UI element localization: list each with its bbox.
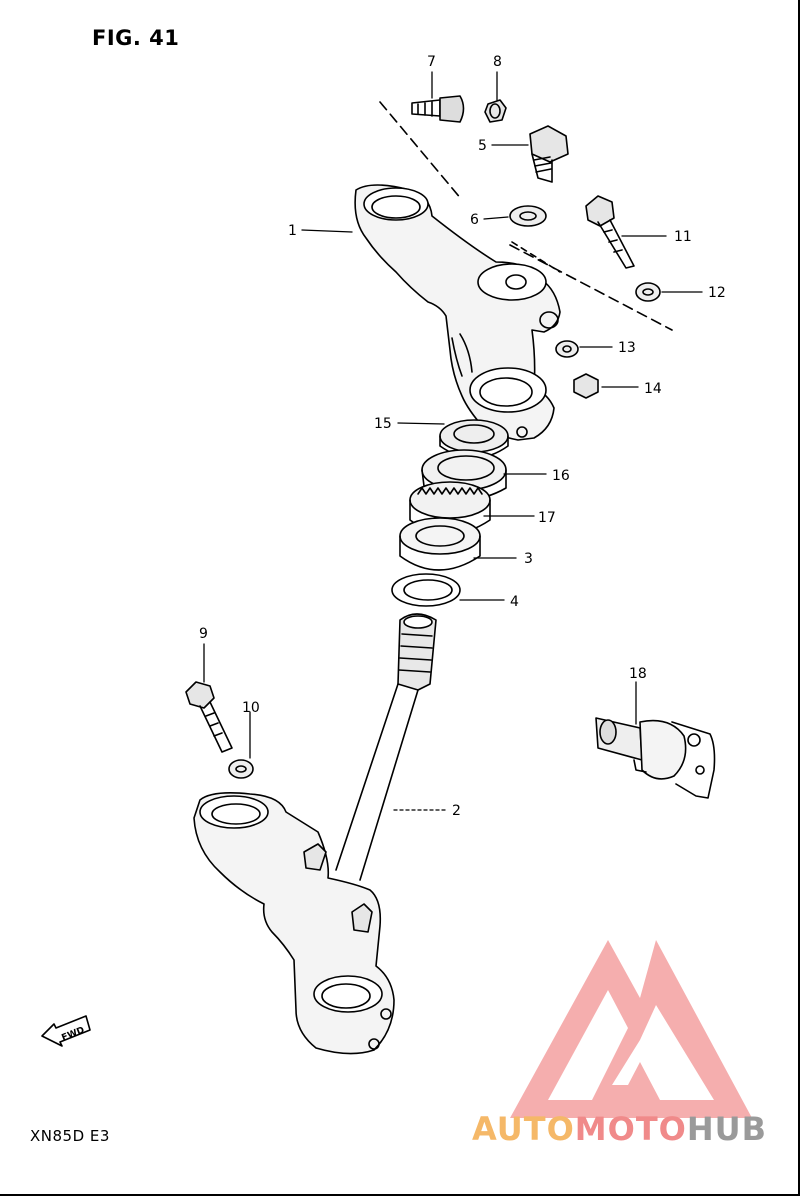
- figure-title: FIG. 41: [92, 26, 180, 50]
- part-6-washer: [509, 205, 547, 227]
- part-10-washer: [228, 759, 254, 779]
- callout-4: 4: [510, 594, 519, 610]
- part-14-nut: [573, 373, 599, 399]
- part-4-dust-seal: [391, 573, 461, 607]
- callout-13: 13: [618, 340, 636, 356]
- automotohub-logo-icon: [510, 940, 752, 1118]
- part-3-bearing-cone: [399, 517, 481, 571]
- callout-16: 16: [552, 468, 570, 484]
- callout-12: 12: [708, 285, 726, 301]
- callout-leader-lines: [203, 71, 703, 811]
- callout-3: 3: [524, 551, 533, 567]
- fwd-arrow-icon: [41, 1015, 91, 1047]
- callout-14: 14: [644, 381, 662, 397]
- part-5-bolt: [529, 125, 569, 183]
- callout-7: 7: [427, 54, 436, 70]
- part-18-steering-lock: [595, 717, 716, 799]
- part-1-upper-bracket: [354, 184, 561, 441]
- part-13-washer: [555, 340, 579, 358]
- part-11-bolt: [585, 195, 635, 269]
- part-2-steering-stem: [193, 613, 437, 1055]
- guide-line-upper: [379, 101, 463, 201]
- part-15-nut: [439, 419, 509, 459]
- guide-line-right: [509, 244, 673, 331]
- callout-6: 6: [470, 212, 479, 228]
- callout-2: 2: [452, 803, 461, 819]
- callout-17: 17: [538, 510, 556, 526]
- part-7-bolt: [411, 95, 465, 123]
- callout-10: 10: [242, 700, 260, 716]
- part-12-washer: [635, 282, 661, 302]
- watermark-hub: HUB: [686, 1110, 768, 1148]
- watermark-auto: AUTO: [472, 1110, 575, 1148]
- watermark-moto: MOTO: [574, 1110, 687, 1148]
- callout-15: 15: [374, 416, 392, 432]
- callout-11: 11: [674, 229, 692, 245]
- part-8-nut: [484, 99, 507, 123]
- callout-9: 9: [199, 626, 208, 642]
- callout-1: 1: [288, 223, 297, 239]
- callout-5: 5: [478, 138, 487, 154]
- model-code: XN85D E3: [30, 1127, 110, 1145]
- callout-18: 18: [629, 666, 647, 682]
- watermark-text: AUTOMOTOHUB: [472, 1110, 767, 1148]
- part-9-bolt: [185, 681, 233, 753]
- callout-8: 8: [493, 54, 502, 70]
